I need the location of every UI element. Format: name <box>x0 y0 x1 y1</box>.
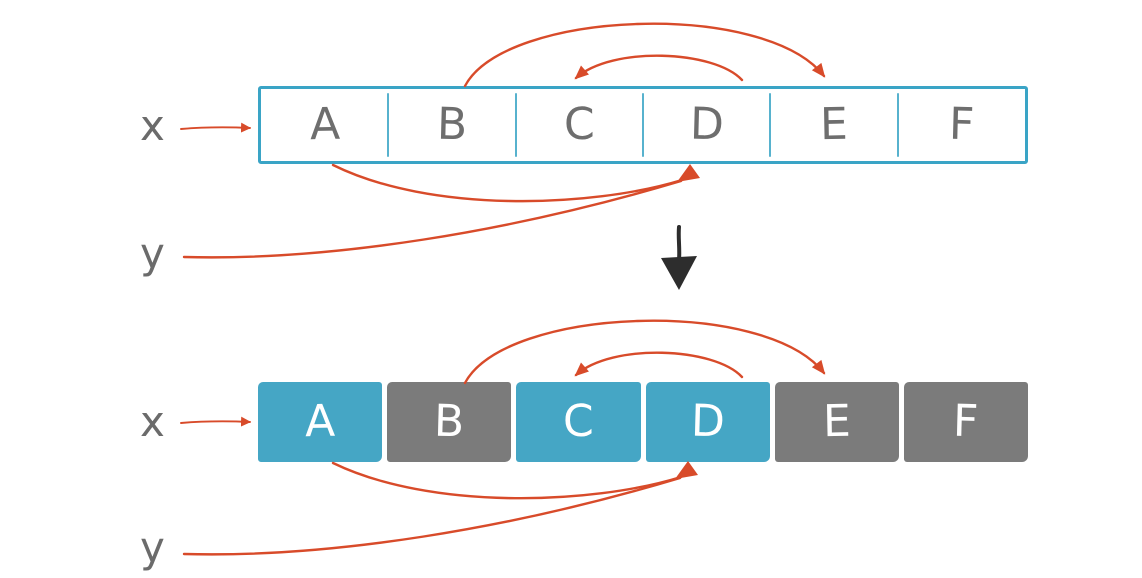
cell-letter: E <box>822 395 852 448</box>
transform-arrow-shaft <box>676 225 682 262</box>
array-after-cell-d: D <box>645 382 770 462</box>
array-before-cell-e: E <box>769 89 897 161</box>
cell-letter: F <box>952 395 980 448</box>
pointer-label-y-top: y <box>140 229 165 278</box>
array-after-cell-a: A <box>258 382 383 462</box>
x-pointer-arrow-bottom <box>180 416 251 427</box>
y-pointer-curve-top <box>182 179 683 259</box>
array-before-cell-b: B <box>387 89 515 161</box>
arrowhead-d-bottom-edge-top <box>677 164 700 182</box>
array-after-cell-f: F <box>903 382 1029 462</box>
arrowhead-d-bottom-edge-bottom <box>675 461 698 479</box>
arc-d-to-c-top <box>574 54 744 82</box>
arc-d-to-c-bottom <box>574 351 744 379</box>
transform-down-arrow-icon <box>661 225 697 290</box>
transform-arrow-head <box>661 256 697 290</box>
cell-letter: B <box>433 395 466 448</box>
array-before-cell-a: A <box>261 89 388 161</box>
cell-letter: A <box>309 98 341 151</box>
array-before-cell-d: D <box>641 89 770 161</box>
arc-b-to-e-bottom <box>463 319 826 385</box>
array-before-cell-f: F <box>896 89 1025 161</box>
array-after-cell-b: B <box>387 382 512 462</box>
arc-a-to-d-bottom <box>331 461 683 500</box>
y-pointer-curve-bottom <box>182 476 682 556</box>
cell-letter: D <box>690 395 726 448</box>
cell-letter: C <box>563 98 596 151</box>
arc-a-to-d-top <box>331 163 684 203</box>
cell-letter: A <box>304 395 336 448</box>
array-after: A B C D E F <box>258 382 1029 462</box>
pointer-label-x-bottom: x <box>140 397 165 446</box>
cell-letter: D <box>689 98 725 151</box>
array-before: A B C D E F <box>258 86 1028 164</box>
cell-letter: F <box>947 98 975 151</box>
arc-b-to-e-top <box>463 22 826 88</box>
cell-letter: E <box>819 98 849 151</box>
cell-letter: B <box>436 98 468 151</box>
x-pointer-arrow-top <box>180 122 251 133</box>
array-after-cell-c: C <box>516 382 641 462</box>
pointer-label-y-bottom: y <box>140 523 165 572</box>
cell-letter: C <box>562 395 595 448</box>
array-after-cell-e: E <box>774 382 899 462</box>
pointer-label-x-top: x <box>140 101 165 150</box>
array-before-cell-c: C <box>514 89 643 161</box>
